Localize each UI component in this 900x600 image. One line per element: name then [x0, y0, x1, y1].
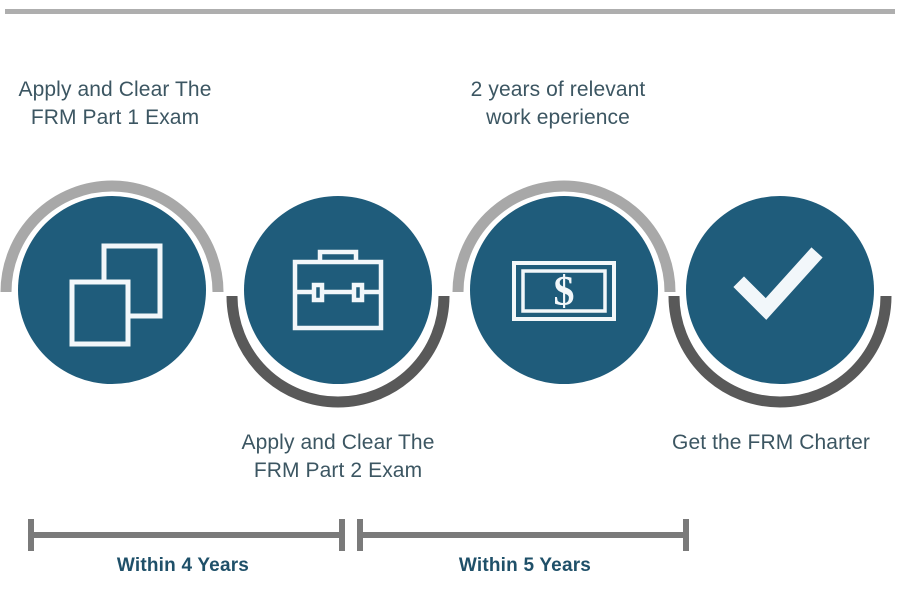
- timeline-segment-1-label: Within 4 Years: [116, 555, 250, 576]
- step-2-ring-arc: [226, 295, 450, 408]
- step-2-caption: Apply and Clear The FRM Part 2 Exam: [241, 431, 435, 482]
- step-1-node[interactable]: [18, 196, 206, 384]
- step-3-circle: [470, 196, 658, 384]
- step-4-ring-arc: [668, 295, 892, 408]
- step-1-ring-arc: [0, 180, 224, 293]
- timeline-segment-2-label: Within 5 Years: [458, 555, 592, 576]
- step-3-ring-arc: [452, 180, 676, 293]
- top-divider-rule: [5, 9, 895, 14]
- checkmark-icon: [733, 247, 823, 320]
- step-4-node[interactable]: [686, 196, 874, 384]
- timeline: [28, 519, 689, 551]
- step-1-caption: Apply and Clear The FRM Part 1 Exam: [18, 78, 212, 129]
- svg-text:$: $: [554, 269, 575, 315]
- step-2-node[interactable]: [244, 196, 432, 384]
- step-3-node[interactable]: $: [470, 196, 658, 384]
- banknote-dollar-icon: $: [512, 261, 616, 321]
- documents-icon: [69, 243, 163, 347]
- step-4-caption: Get the FRM Charter: [672, 431, 870, 454]
- briefcase-icon: [292, 249, 384, 331]
- step-3-caption: 2 years of relevant work eperience: [470, 78, 646, 129]
